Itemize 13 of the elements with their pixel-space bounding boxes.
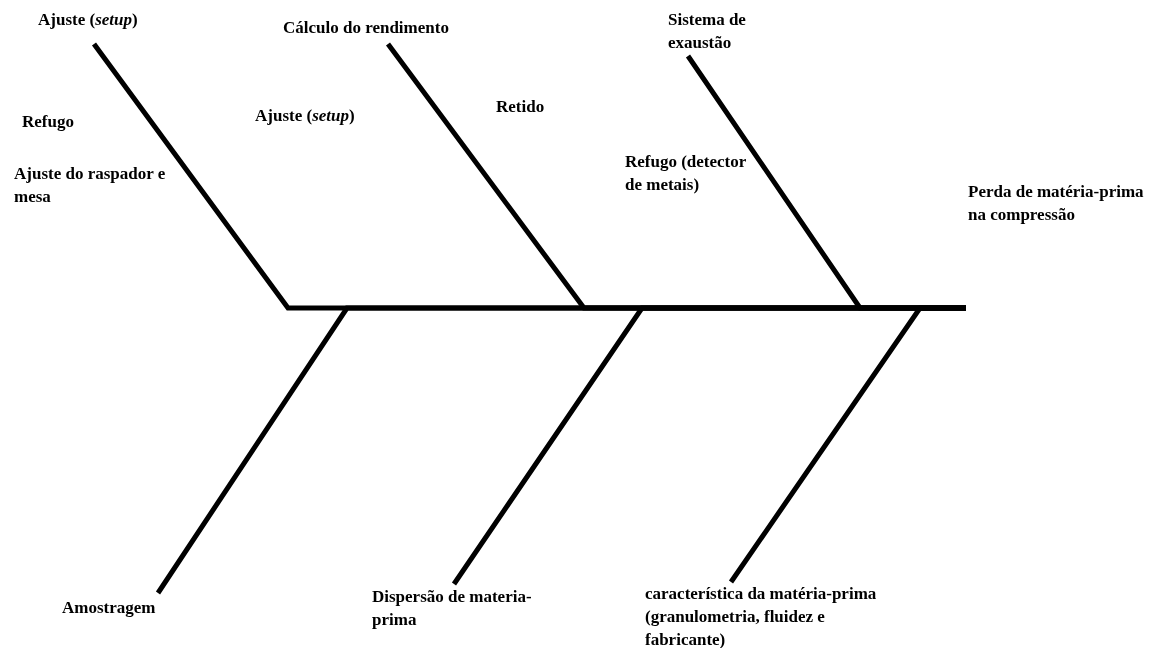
sub-cause-label: Ajuste do raspador e mesa — [14, 163, 167, 208]
cause-label: Sistema de exaustão — [668, 8, 768, 54]
fishbone-line — [728, 305, 966, 584]
sub-cause-label: Refugo (detector de metais) — [625, 151, 747, 196]
sub-cause-label: Ajuste (setup) — [255, 105, 356, 127]
sub-cause-label: Retido — [496, 96, 546, 118]
cause-label: Cálculo do rendimento — [283, 16, 543, 39]
cause-label: Amostragem — [62, 596, 212, 619]
cause-label: Dispersão de materia-prima — [372, 585, 532, 631]
sub-cause-label: Refugo — [22, 111, 75, 133]
cause-label: característica da matéria-prima (granulometria, fluidez e fabricante) — [645, 582, 885, 648]
effect-label: Perda de matéria-prima na compressão — [968, 180, 1148, 226]
cause-label: Ajuste (setup) — [38, 8, 238, 31]
